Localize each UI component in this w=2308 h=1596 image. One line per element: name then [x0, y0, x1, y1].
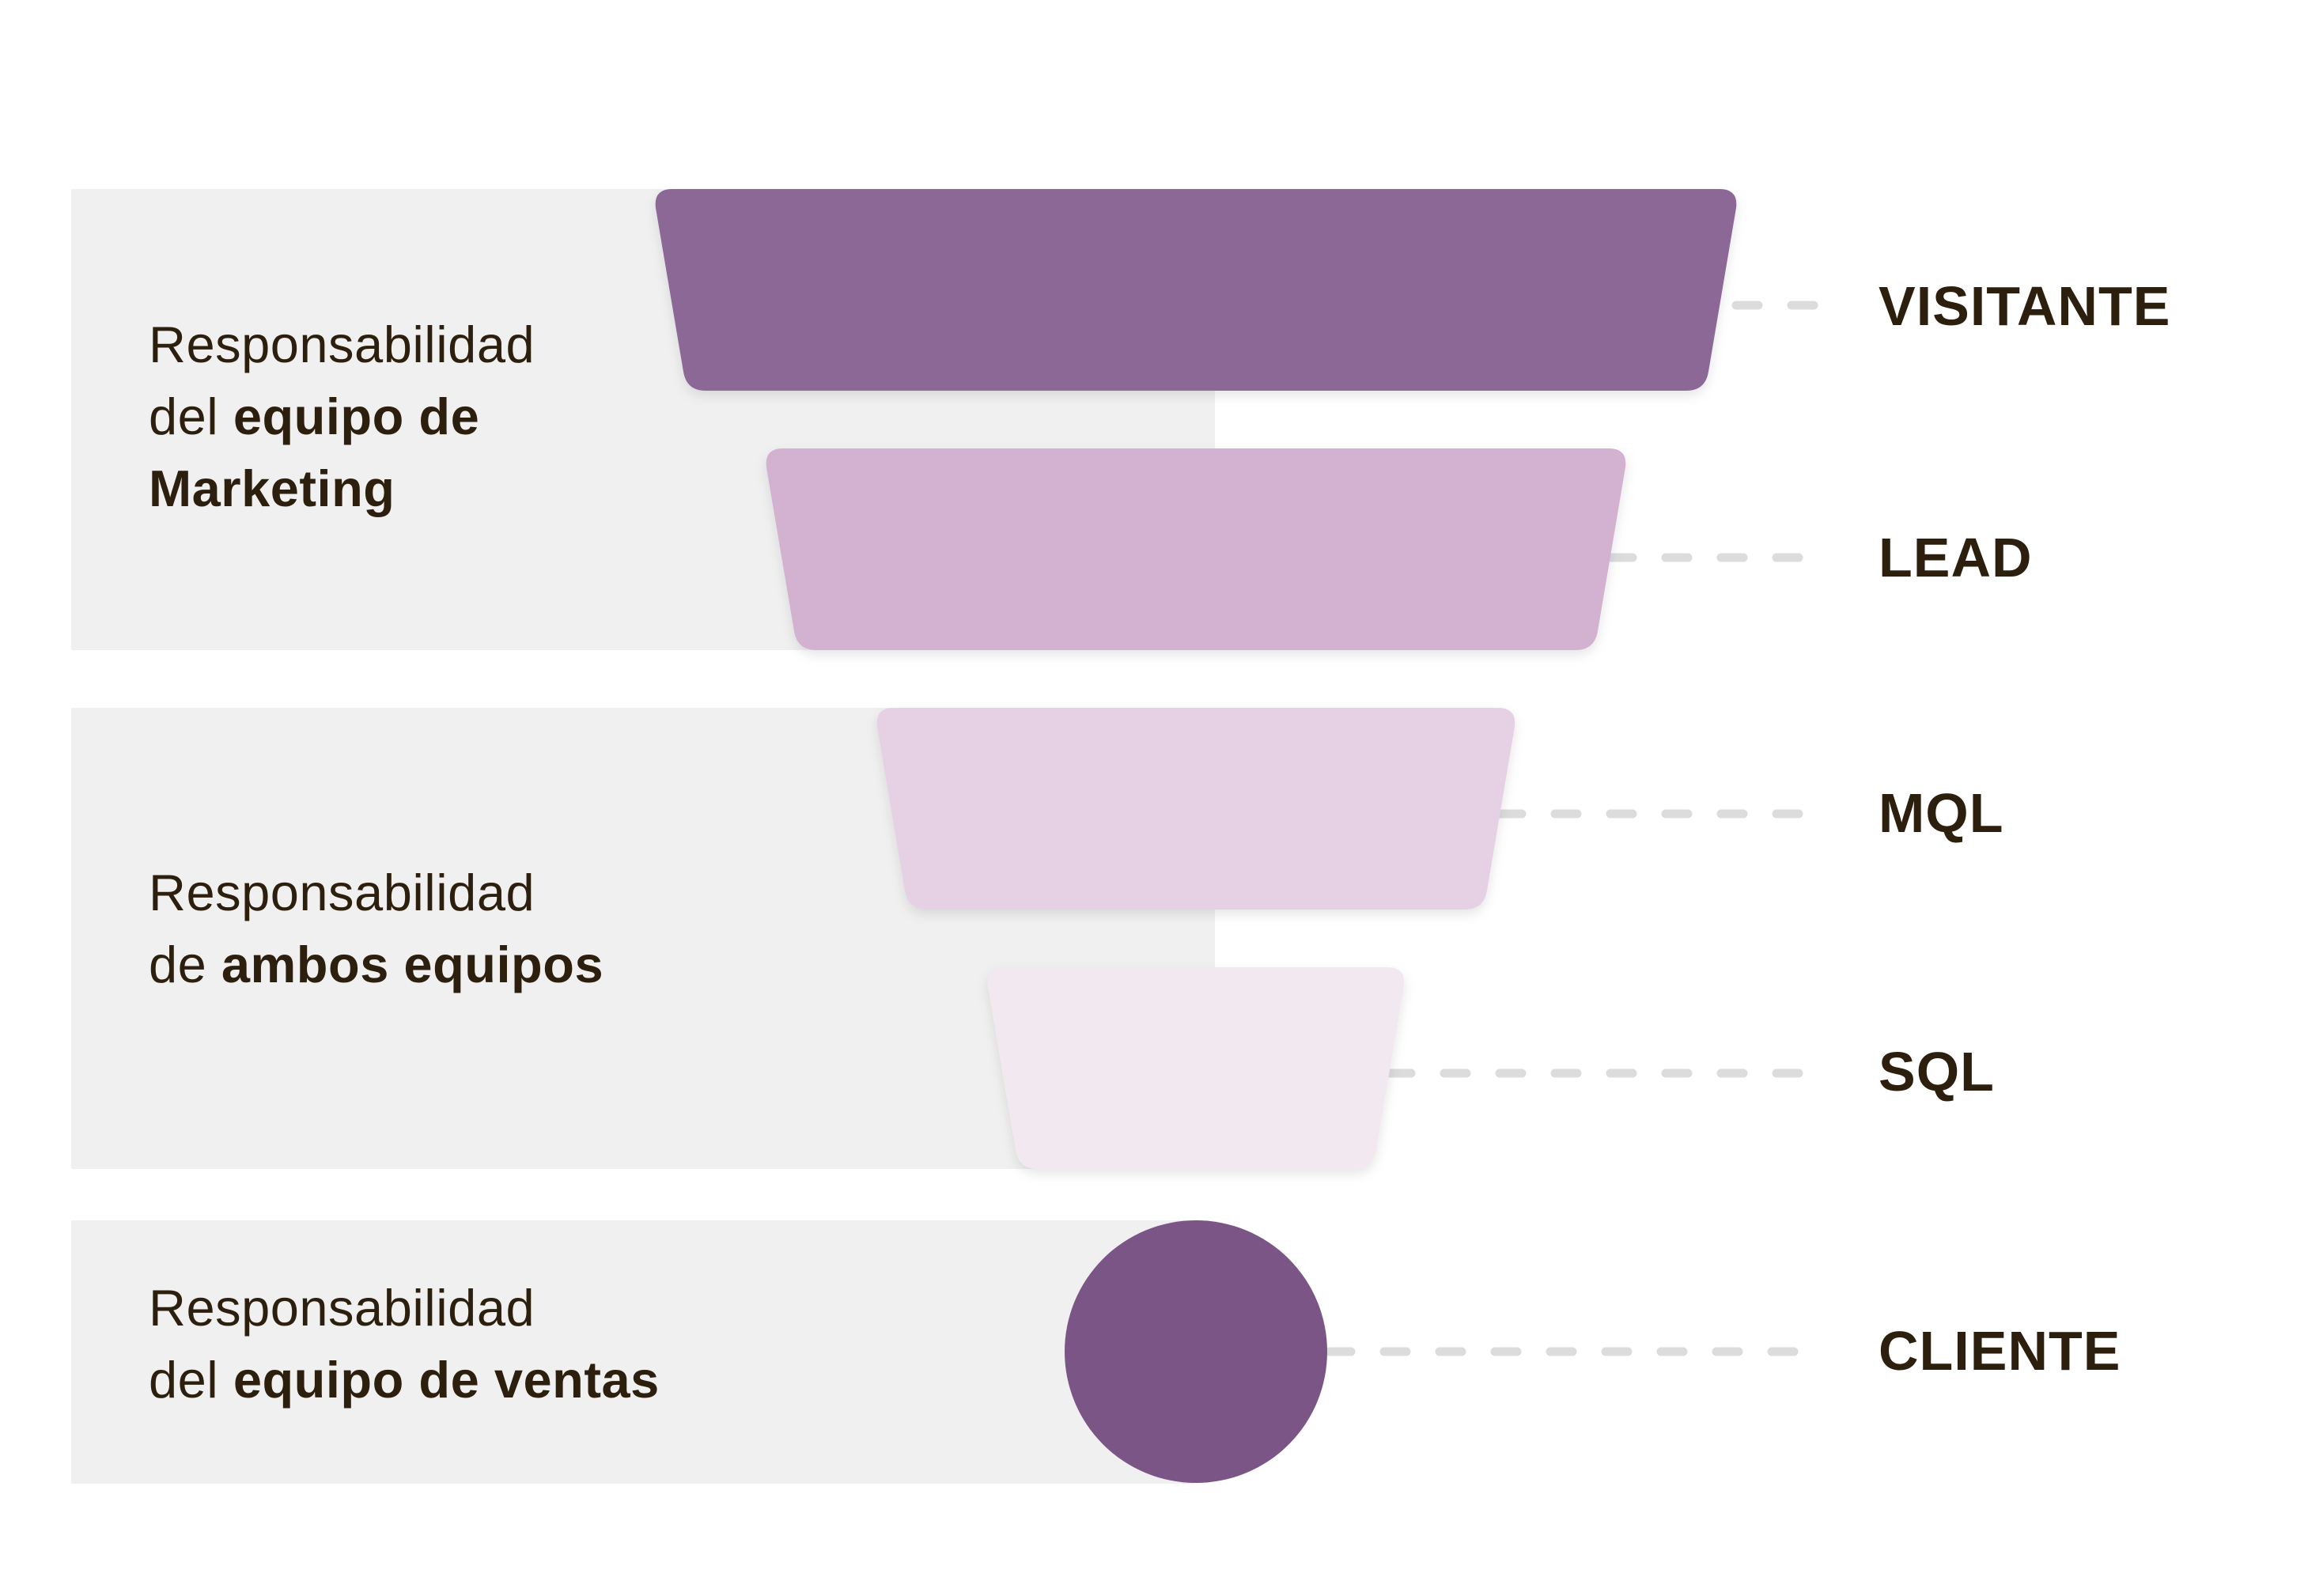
shared-responsibility-line2: de ambos equipos: [149, 928, 603, 1000]
stage-label-sql: SQL: [1879, 1041, 1995, 1102]
marketing-line2-regular: del: [149, 388, 233, 445]
stage-label-lead: LEAD: [1879, 527, 2033, 588]
sales-line2-bold: equipo de ventas: [233, 1351, 660, 1409]
marketing-responsibility-text: Responsabilidad del equipo de Marketing: [149, 308, 535, 524]
funnel-stage-mql: [876, 708, 1515, 910]
marketing-responsibility-line3: Marketing: [149, 460, 395, 517]
marketing-responsibility-line1: Responsabilidad: [149, 316, 535, 373]
sales-responsibility-line1: Responsabilidad: [149, 1279, 535, 1337]
sales-responsibility-text: Responsabilidad del equipo de ventas: [149, 1272, 660, 1416]
marketing-responsibility-line2: del equipo de: [149, 380, 535, 452]
shared-responsibility-line1: Responsabilidad: [149, 864, 535, 921]
sales-responsibility-line2: del equipo de ventas: [149, 1344, 660, 1416]
stage-label-cliente: CLIENTE: [1879, 1320, 2121, 1382]
shared-line2-regular: de: [149, 936, 221, 993]
shared-responsibility-text: Responsabilidad de ambos equipos: [149, 857, 603, 1000]
marketing-line2-bold: equipo de: [233, 388, 480, 445]
stage-label-mql: MQL: [1879, 782, 2004, 844]
shared-line2-bold: ambos equipos: [221, 936, 604, 993]
funnel-stage-cliente: [1065, 1220, 1327, 1483]
sales-responsibility-band: [71, 1220, 1194, 1484]
sales-line2-regular: del: [149, 1351, 233, 1409]
stage-label-visitante: VISITANTE: [1879, 275, 2171, 337]
funnel-stage-visitante: [655, 189, 1737, 391]
funnel-stage-sql: [987, 967, 1405, 1169]
funnel-stage-lead: [766, 448, 1626, 650]
